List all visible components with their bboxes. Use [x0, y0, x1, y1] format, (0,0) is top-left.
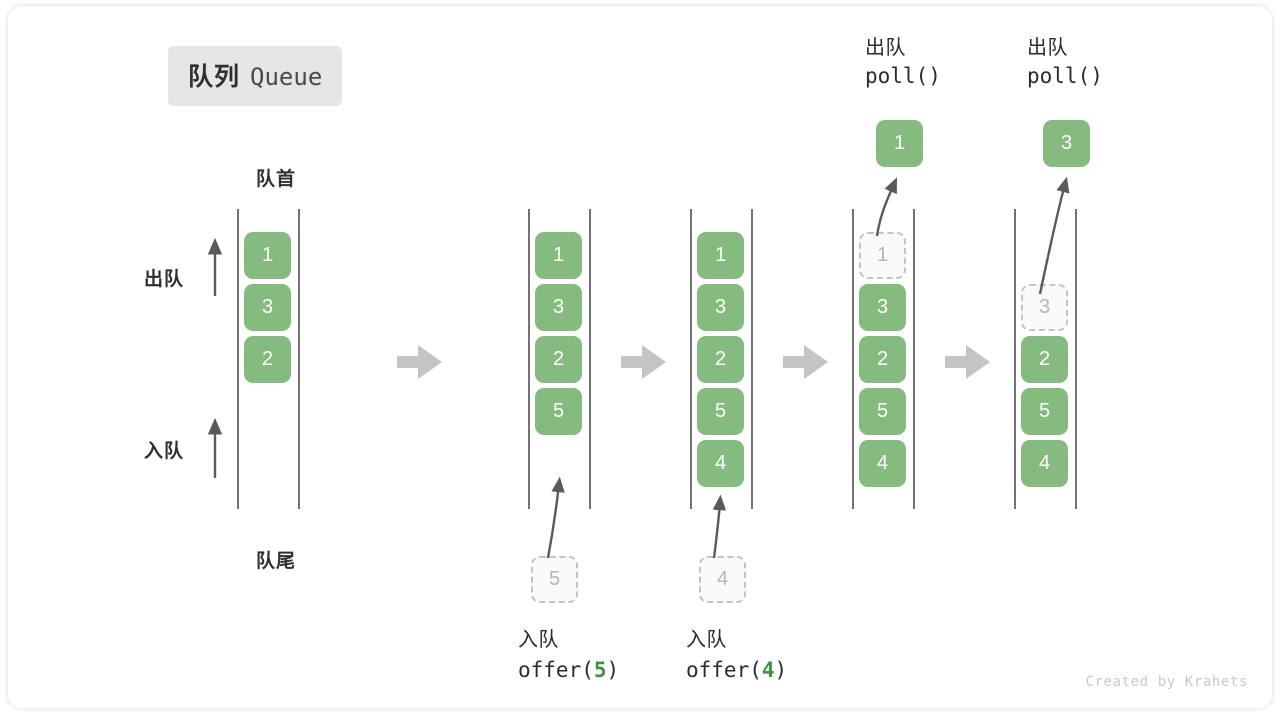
- enqueue-direction-label: 入队: [144, 441, 185, 462]
- diagram-card: 队列 Queue 队首 队尾 出队 入队 1 3 2 1 3 2 5 5 入队 offer(5) 1…: [8, 6, 1272, 708]
- rail-right: [589, 209, 591, 509]
- queue-cell: 2: [697, 336, 744, 383]
- rail-right: [751, 209, 753, 509]
- queue-cell: 3: [859, 284, 906, 331]
- queue-cell: 5: [859, 388, 906, 435]
- poll-label-chinese: 出队: [1027, 37, 1068, 59]
- queue-cell: 2: [859, 336, 906, 383]
- caption-chinese: 入队: [686, 629, 727, 651]
- step-arrow-3: [783, 345, 828, 379]
- title-badge: 队列 Queue: [168, 46, 343, 106]
- rail-left: [528, 209, 530, 509]
- poll-label-code: poll(): [1027, 64, 1103, 88]
- incoming-element: 5: [531, 556, 578, 603]
- queue-cell: 4: [1021, 440, 1068, 487]
- operation-caption: 入队 offer(5): [518, 626, 619, 685]
- queue-cell: 3: [535, 284, 582, 331]
- rail-left: [852, 209, 854, 509]
- watermark: Created by Krahets: [1085, 674, 1248, 690]
- rail-left: [237, 209, 239, 509]
- rail-left: [690, 209, 692, 509]
- front-label: 队首: [255, 169, 296, 190]
- title-english: Queue: [250, 63, 323, 91]
- step-arrow-1: [397, 345, 442, 379]
- poll-3-motion-arrow: [1038, 176, 1070, 295]
- rear-label: 队尾: [255, 551, 296, 572]
- caption-code-argument: 5: [593, 658, 607, 682]
- dequeue-direction-label: 出队: [144, 269, 185, 290]
- incoming-element: 4: [699, 556, 746, 603]
- poll-label: 出队 poll(): [865, 34, 941, 91]
- offer-5-motion-arrow: [546, 476, 565, 559]
- diagram-stage: 队列 Queue 队首 队尾 出队 入队 1 3 2 1 3 2 5 5 入队 offer(5) 1…: [8, 6, 1272, 708]
- offer-4-motion-arrow: [712, 494, 727, 559]
- step-arrow-4: [945, 345, 990, 379]
- rail-right: [298, 209, 300, 509]
- rail-right: [913, 209, 915, 509]
- queue-cell: 1: [244, 232, 291, 279]
- poll-label-chinese: 出队: [865, 37, 906, 59]
- queue-cell: 3: [1021, 284, 1068, 331]
- queue-cell: 5: [535, 388, 582, 435]
- queue-cell: 3: [244, 284, 291, 331]
- queue-cell: 1: [697, 232, 744, 279]
- rail-right: [1075, 209, 1077, 509]
- queue-cell: 3: [697, 284, 744, 331]
- queue-cell: 1: [535, 232, 582, 279]
- title-chinese: 队列: [188, 63, 241, 91]
- poll-label-code: poll(): [865, 64, 941, 88]
- caption-code: offer(4): [686, 658, 788, 682]
- caption-code: offer(5): [518, 658, 620, 682]
- queue-cell: 2: [1021, 336, 1068, 383]
- operation-caption: 入队 offer(4): [686, 626, 787, 685]
- arrows-overlay: [207, 176, 1070, 559]
- queue-cell: 5: [697, 388, 744, 435]
- queue-cell: 2: [535, 336, 582, 383]
- rail-left: [1014, 209, 1016, 509]
- caption-code-argument: 4: [761, 658, 775, 682]
- step-arrow-2: [621, 345, 666, 379]
- queue-cell: 4: [859, 440, 906, 487]
- queue-cell: 5: [1021, 388, 1068, 435]
- outgoing-element: 1: [876, 120, 923, 167]
- outgoing-element: 3: [1043, 120, 1090, 167]
- queue-cell: 1: [859, 232, 906, 279]
- queue-cell: 4: [697, 440, 744, 487]
- caption-chinese: 入队: [518, 629, 559, 651]
- poll-1-motion-arrow: [875, 177, 898, 237]
- poll-label: 出队 poll(): [1027, 34, 1103, 91]
- queue-cell: 2: [244, 336, 291, 383]
